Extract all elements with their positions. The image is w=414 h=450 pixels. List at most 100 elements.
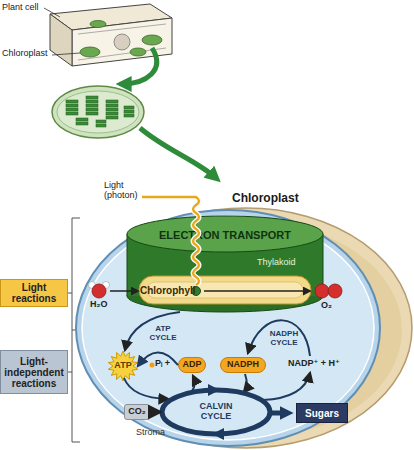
stage-tag: Light-independent reactions [0, 350, 68, 394]
plant-cell-illustration [52, 53, 80, 55]
cycle-label: NADPH CYCLE [266, 330, 302, 348]
flow-arrow [151, 411, 160, 414]
calvin-cycle-ring [208, 384, 220, 396]
flow-arrow [110, 290, 138, 292]
chloroplast-outline-shape [80, 208, 412, 448]
region-label: Stroma [136, 428, 165, 438]
plant-cell-illustration [50, 4, 172, 30]
node-text: CO₂ [126, 407, 148, 417]
water-molecule [103, 282, 110, 289]
small-chloroplast [106, 100, 118, 103]
small-chloroplast [57, 91, 139, 133]
molecule-pill: NADPH [220, 357, 266, 373]
zoom-arrow [122, 48, 157, 84]
molecule-label: H₂O [90, 300, 108, 310]
cycle-label: ATP CYCLE [146, 325, 180, 343]
plant-cell-illustration [50, 14, 72, 66]
photon-line [142, 197, 199, 285]
cycle-arrow [124, 378, 168, 399]
oxygen-molecule [315, 284, 329, 298]
small-chloroplast [76, 122, 88, 125]
stage-tag: Light reactions [0, 279, 68, 307]
small-chloroplast [106, 112, 118, 115]
cycle-arrow [263, 373, 310, 400]
plant-cell-illustration [80, 47, 100, 57]
node-text: Thylakoid [257, 258, 296, 268]
chloroplast-outline-shape [76, 210, 380, 446]
node-text: ELECTRON TRANSPORT [125, 229, 325, 241]
cycle-connector [138, 352, 178, 365]
thylakoid-disc-shape [127, 280, 323, 312]
small-chloroplast [106, 104, 118, 107]
part-label: Chlorophyll [140, 285, 196, 296]
small-chloroplast [86, 104, 98, 107]
node-text: Chloroplast [232, 192, 299, 205]
thylakoid-disc-shape [323, 234, 324, 296]
plant-cell-illustration [130, 48, 146, 56]
node-text: ATP [112, 361, 133, 371]
small-chloroplast [86, 112, 98, 115]
small-chloroplast [124, 110, 134, 113]
phosphate-dot [150, 363, 155, 368]
small-chloroplast [86, 108, 98, 111]
molecule-label: NADP⁺ + H⁺ [288, 359, 340, 369]
plant-cell-illustration [78, 24, 166, 60]
cycle-arrow [244, 374, 247, 392]
thylakoid-disc: ELECTRON TRANSPORT Thylakoid [125, 214, 325, 312]
plant-cell-illustration [44, 4, 172, 66]
plant-cell-illustration [114, 34, 130, 50]
cycle-arrow [124, 312, 310, 400]
small-chloroplast [66, 104, 78, 107]
node-text: Sugars [303, 408, 341, 419]
cycle-arrow [125, 312, 180, 350]
cycle-arrow [192, 376, 195, 391]
node-text: ADP [180, 360, 203, 370]
calvin-cycle-ring [162, 390, 270, 434]
small-chloroplast [52, 86, 144, 138]
molecule-label: Pᵢ + [155, 359, 170, 369]
thylakoid-disc-shape [127, 234, 128, 296]
water-molecule [89, 282, 96, 289]
cycle-arrow [248, 320, 310, 356]
photon-line [142, 197, 199, 285]
small-chloroplast [52, 86, 144, 138]
plant-cell-illustration [72, 18, 172, 66]
plant-cell-illustration [90, 21, 106, 28]
cycle-label: CALVIN CYCLE [186, 402, 246, 422]
atp-burst-shape [108, 351, 137, 381]
water-molecule [89, 282, 110, 299]
oxygen-molecule [328, 284, 342, 298]
plant-cell-illustration [44, 8, 60, 17]
small-chloroplast [124, 114, 134, 117]
water-molecule [92, 284, 106, 298]
photon-line [142, 197, 199, 285]
part-label: Plant cell [2, 3, 39, 13]
stage-bracket [68, 293, 72, 294]
stage-bracket [68, 372, 72, 373]
oxygen-molecule [315, 284, 342, 298]
node-text: Light-independent reactions [1, 356, 67, 389]
thylakoid-disc-shape [139, 276, 311, 304]
chloroplast-outline-shape [82, 216, 374, 440]
calvin-cycle-ring [162, 384, 270, 440]
node-text: NADPH [225, 360, 261, 370]
small-chloroplast [66, 96, 134, 127]
small-chloroplast [66, 100, 78, 103]
small-chloroplast [76, 118, 88, 121]
node-text: Light reactions [1, 282, 67, 304]
calvin-cycle-ring [212, 428, 224, 440]
molecule-label: O₂ [321, 301, 332, 311]
small-chloroplast [124, 106, 134, 109]
small-chloroplast [86, 96, 98, 99]
part-label: Light (photon) [104, 181, 142, 201]
molecule-pill: ADP [178, 357, 206, 373]
small-chloroplast [96, 120, 106, 123]
molecule-box: CO₂ [124, 404, 150, 420]
small-chloroplast [66, 112, 78, 115]
zoom-arrow [140, 128, 216, 178]
